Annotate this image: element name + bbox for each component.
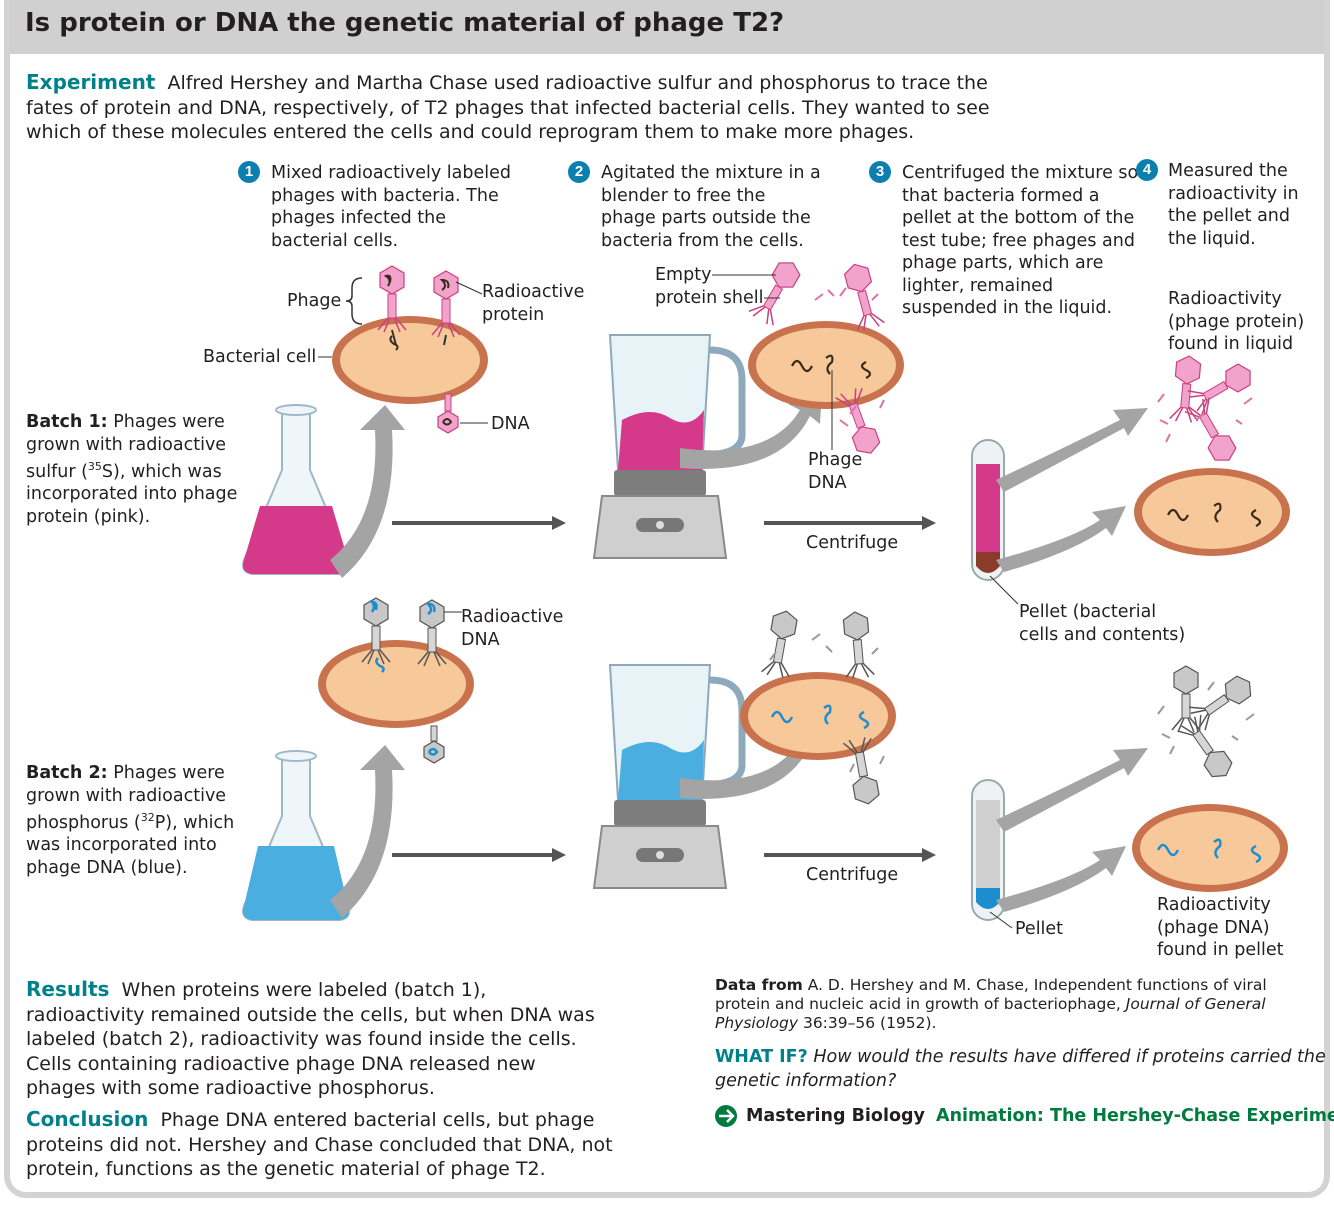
data-from-citation: 36:39–56 (1952). xyxy=(803,1014,937,1032)
step-4-text: Measured the radioactivity in the pellet… xyxy=(1168,160,1308,250)
what-if-label: WHAT IF? xyxy=(715,1047,808,1067)
label-phage-dna: Phage DNA xyxy=(808,449,878,494)
label-empty-protein-shell: Empty protein shell xyxy=(655,264,775,309)
batch-1-description: Batch 1: Phages were grown with radioact… xyxy=(26,411,251,528)
label-radioactivity-pellet: Radioactivity (phage DNA) found in pelle… xyxy=(1157,894,1297,962)
label-phage: Phage xyxy=(287,290,341,313)
step-1-badge: 1 xyxy=(238,161,260,183)
batch-2-isotope-symbol: P xyxy=(155,813,166,833)
arrow-circle-icon xyxy=(715,1105,737,1127)
batch-1-label: Batch 1: xyxy=(26,412,108,432)
label-centrifuge-2: Centrifuge xyxy=(806,864,898,887)
label-pellet-bacterial: Pellet (bacterial cells and contents) xyxy=(1019,601,1189,646)
label-pellet: Pellet xyxy=(1015,918,1063,941)
conclusion-paragraph: Conclusion Phage DNA entered bacterial c… xyxy=(26,1107,616,1182)
batch-1-isotope-mass: 35 xyxy=(88,460,102,473)
step-1-text: Mixed radioactively labeled phages with … xyxy=(271,162,521,252)
data-from-label: Data from xyxy=(715,976,803,994)
what-if-question: WHAT IF? How would the results have diff… xyxy=(715,1045,1327,1093)
mastering-animation-link[interactable]: Animation: The Hershey-Chase Experiment xyxy=(936,1106,1334,1126)
mastering-label: Mastering Biology xyxy=(746,1106,925,1126)
label-radioactive-protein: Radioactive protein xyxy=(482,281,602,326)
label-centrifuge-1: Centrifuge xyxy=(806,532,898,555)
batch-2-isotope-mass: 32 xyxy=(141,811,155,824)
results-text: When proteins were labeled (batch 1), ra… xyxy=(26,979,595,1099)
label-dna: DNA xyxy=(491,413,530,436)
results-heading: Results xyxy=(26,977,109,1001)
step-4-badge: 4 xyxy=(1136,159,1158,181)
batch-2-label: Batch 2: xyxy=(26,763,108,783)
conclusion-heading: Conclusion xyxy=(26,1107,148,1131)
step-2-badge: 2 xyxy=(568,161,590,183)
step-3-text: Centrifuged the mixture so that bacteria… xyxy=(902,162,1140,320)
label-bacterial-cell: Bacterial cell xyxy=(203,346,316,369)
mastering-biology: Mastering Biology Animation: The Hershey… xyxy=(746,1105,1334,1128)
batch-2-description: Batch 2: Phages were grown with radioact… xyxy=(26,762,251,879)
results-paragraph: Results When proteins were labeled (batc… xyxy=(26,977,606,1101)
step-3-badge: 3 xyxy=(869,161,891,183)
label-radioactive-dna: Radioactive DNA xyxy=(461,606,571,651)
data-source: Data from A. D. Hershey and M. Chase, In… xyxy=(715,976,1315,1033)
label-radioactivity-liquid: Radioactivity (phage protein) found in l… xyxy=(1168,288,1318,356)
batch-1-isotope-symbol: S xyxy=(102,462,113,482)
step-2-text: Agitated the mixture in a blender to fre… xyxy=(601,162,823,252)
